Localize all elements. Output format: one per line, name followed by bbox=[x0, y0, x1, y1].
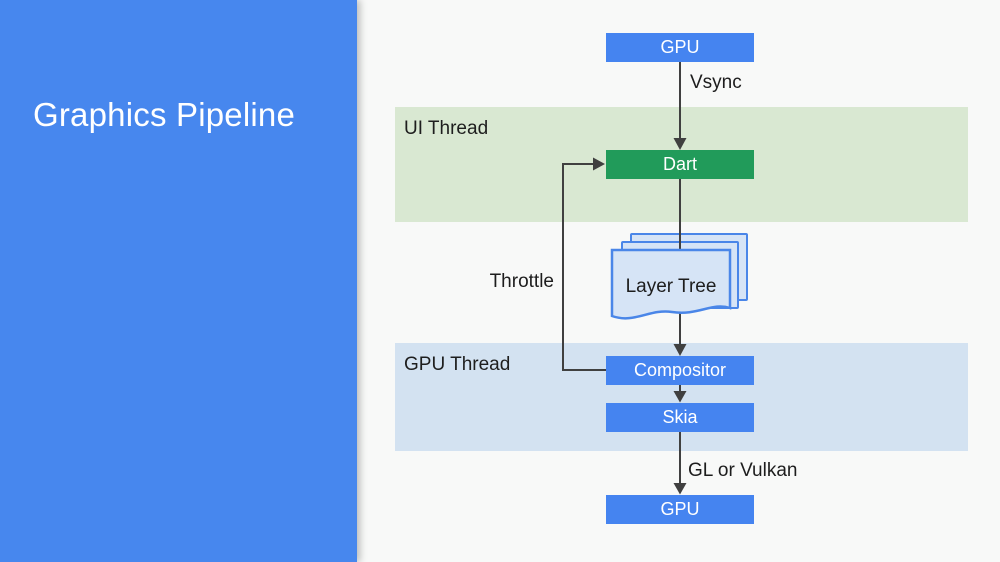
gl-or-vulkan-label: GL or Vulkan bbox=[688, 460, 798, 481]
vsync-arrowhead bbox=[673, 138, 687, 150]
node-compositor: Compositor bbox=[606, 356, 754, 385]
dart-arrowhead bbox=[593, 157, 605, 171]
compositor-arrowhead bbox=[673, 344, 687, 356]
node-skia-label: Skia bbox=[662, 407, 698, 427]
node-compositor-label: Compositor bbox=[633, 360, 727, 380]
ui-thread-label: UI Thread bbox=[404, 118, 489, 139]
throttle-label: Throttle bbox=[489, 271, 554, 292]
document-shape bbox=[610, 248, 732, 320]
node-dart: Dart bbox=[606, 150, 754, 179]
skia-arrowhead bbox=[673, 391, 687, 403]
title-panel: Graphics Pipeline bbox=[0, 0, 357, 562]
layer-tree-document: Layer Tree bbox=[610, 247, 732, 325]
gpu-bottom-arrowhead bbox=[673, 483, 687, 495]
node-gpu-bottom: GPU bbox=[606, 495, 754, 524]
node-gpu-bottom-label: GPU bbox=[660, 499, 700, 519]
throttle-feedback-line bbox=[562, 163, 606, 371]
vsync-label: Vsync bbox=[690, 72, 742, 93]
page-title: Graphics Pipeline bbox=[33, 96, 296, 133]
node-gpu-top-label: GPU bbox=[660, 37, 700, 57]
node-skia: Skia bbox=[606, 403, 754, 432]
gpu-thread-label: GPU Thread bbox=[404, 354, 511, 375]
node-gpu-top: GPU bbox=[606, 33, 754, 62]
node-dart-label: Dart bbox=[662, 154, 697, 174]
layer-tree-label: Layer Tree bbox=[625, 276, 717, 297]
